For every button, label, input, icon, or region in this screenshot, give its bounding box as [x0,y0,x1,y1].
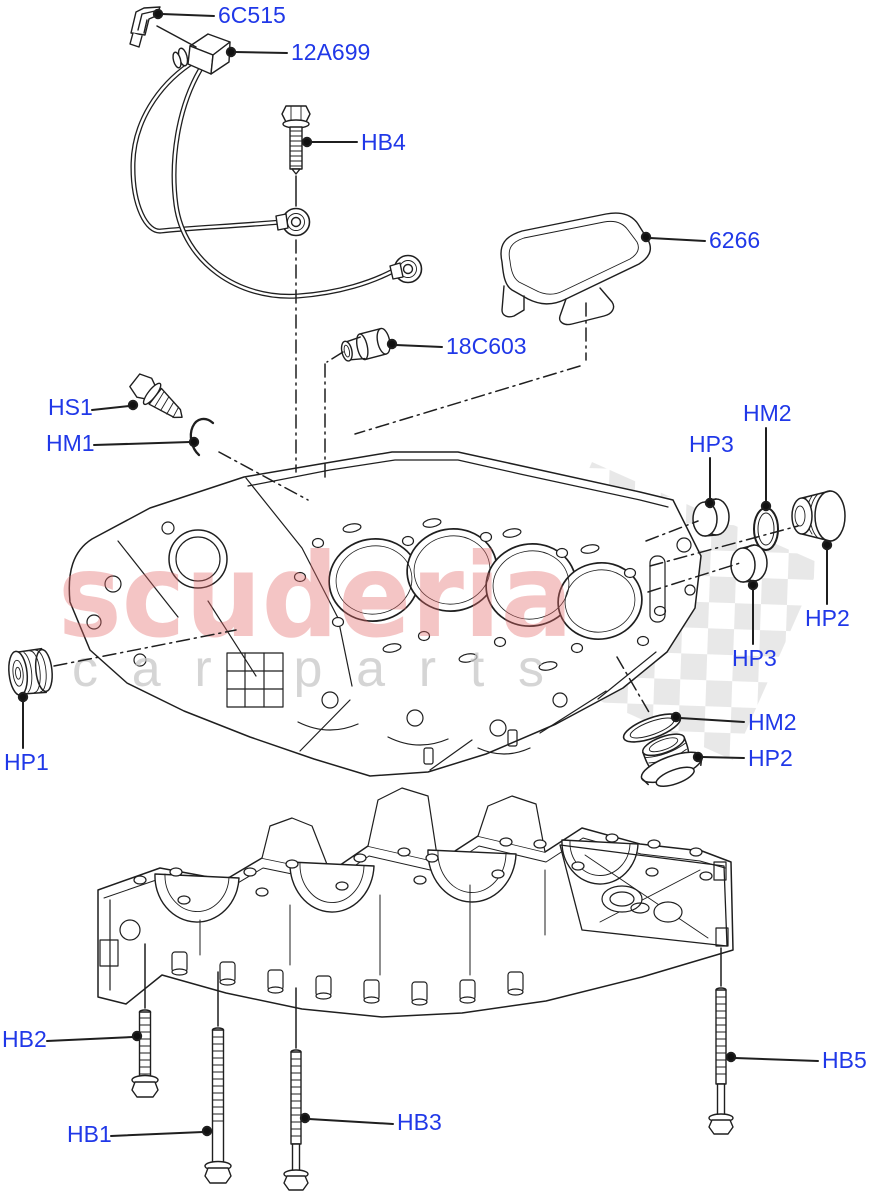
oring-hm1-drawing [189,417,215,457]
knock-sensor-harness-drawing [129,6,423,299]
bolt-hb3-drawing [283,1049,309,1191]
bolt-hb1-drawing [204,1027,232,1184]
callout-hp2-right[interactable]: HP2 [805,605,850,631]
watermark-brand-text: scuderia [58,529,573,664]
engine-block-lower [97,787,734,1018]
sensor-18c603-drawing [340,327,391,362]
plug-hp3-mid-drawing [730,544,768,583]
bolt-hb2-drawing [131,1009,159,1098]
callout-hm2-bottom[interactable]: HM2 [748,709,797,735]
callout-hb5[interactable]: HB5 [822,1047,867,1073]
leader-lines [17,8,833,1137]
callout-hp3-mid[interactable]: HP3 [732,645,777,671]
cover-plate-drawing [500,212,651,326]
callout-hb2[interactable]: HB2 [2,1026,47,1052]
callout-6266[interactable]: 6266 [709,227,761,253]
callout-6c515[interactable]: 6C515 [218,2,286,28]
projection-lines [53,25,799,1049]
callout-12a699[interactable]: 12A699 [291,39,371,65]
callout-hb4[interactable]: HB4 [361,129,406,155]
callout-hm1[interactable]: HM1 [46,430,95,456]
callout-hp1[interactable]: HP1 [4,749,49,775]
plug-hp1-drawing [8,647,53,696]
callout-hp2-bottom[interactable]: HP2 [748,745,793,771]
callout-hs1[interactable]: HS1 [48,394,93,420]
plug-hp2-bottom-drawing [640,733,703,787]
screw-hs1-drawing [129,373,183,419]
watermark-tagline-text: car parts [72,640,572,698]
bolt-hb4-drawing [281,105,311,175]
engine-block-upper [68,451,702,777]
plug-hp2-right-drawing [791,490,846,542]
bolt-hb5-drawing [708,987,734,1135]
callout-hb1[interactable]: HB1 [67,1121,112,1147]
callout-hb3[interactable]: HB3 [397,1109,442,1135]
callout-hm2-top[interactable]: HM2 [743,400,792,426]
oring-hm2-top-drawing [753,507,779,551]
callout-hp3-top[interactable]: HP3 [689,431,734,457]
callout-18c603[interactable]: 18C603 [446,333,527,359]
